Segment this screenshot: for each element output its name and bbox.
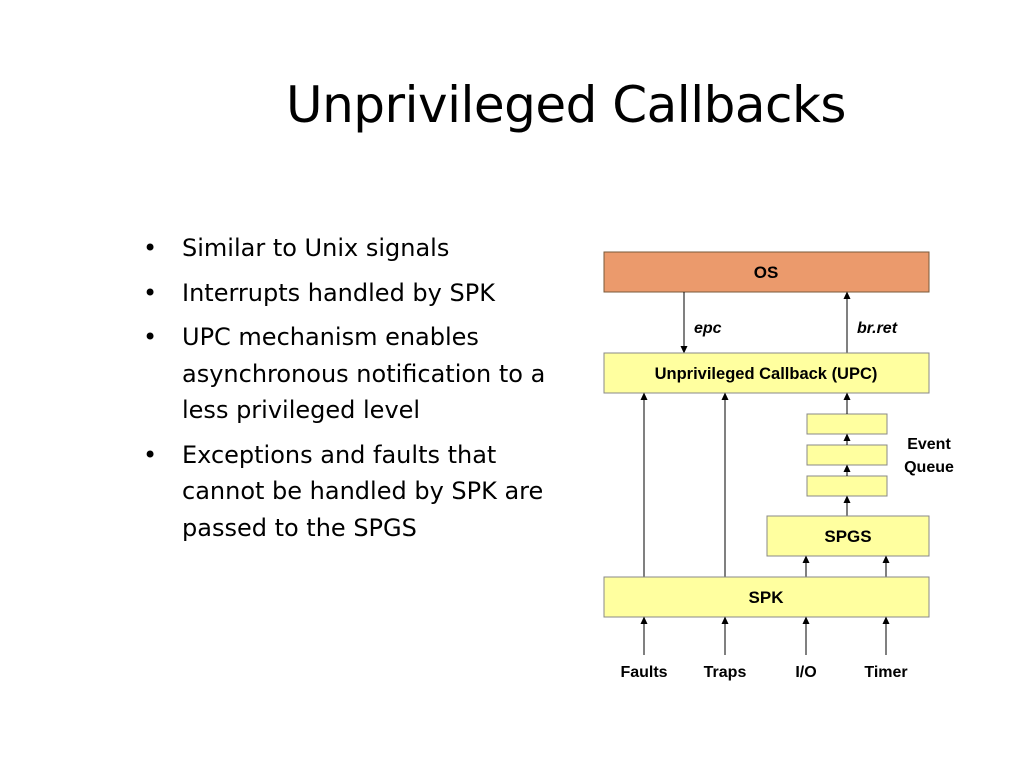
input-label-timer: Timer: [864, 664, 907, 681]
bullet-list: • Similar to Unix signals • Interrupts han…: [143, 230, 573, 554]
bullet-item: • UPC mechanism enables asynchronous noti…: [143, 319, 573, 429]
spgs-box: [766, 515, 930, 557]
bullet-text: UPC mechanism enables asynchronous notif…: [182, 323, 546, 424]
upc-label: Unprivileged Callback (UPC): [655, 365, 878, 383]
epc-label: epc: [694, 320, 722, 337]
event-queue-slot: [806, 444, 888, 466]
event-queue-slot: [806, 475, 888, 497]
upc-box: [603, 352, 930, 394]
bullet-item: • Similar to Unix signals: [143, 230, 573, 267]
os-box: [603, 251, 930, 293]
spgs-label: SPGS: [824, 527, 871, 546]
bullet-text: Interrupts handled by SPK: [182, 278, 495, 307]
os-label: OS: [754, 263, 779, 282]
event-queue-label-line1: Event: [907, 436, 951, 453]
event-queue-label-line2: Queue: [904, 459, 954, 476]
event-queue-slot: [806, 413, 888, 435]
spk-label: SPK: [749, 588, 785, 607]
bullet-item: • Exceptions and faults that cannot be ha…: [143, 437, 573, 547]
bullet-dot: •: [143, 323, 158, 351]
bullet-dot: •: [143, 234, 158, 262]
slide-title: Unprivileged Callbacks: [286, 76, 846, 134]
input-label-traps: Traps: [704, 664, 747, 681]
architecture-diagram: OS epc br.ret Unprivileged Callback (UPC…: [603, 251, 954, 681]
input-label-io: I/O: [795, 664, 816, 681]
bullet-dot: •: [143, 278, 158, 307]
bullet-dot: •: [143, 440, 158, 469]
bullet-text: Exceptions and faults that cannot be han…: [182, 440, 544, 542]
bullet-text: Similar to Unix signals: [182, 234, 450, 262]
input-label-faults: Faults: [620, 664, 667, 681]
bullet-item: • Interrupts handled by SPK: [143, 275, 573, 312]
brret-label: br.ret: [857, 320, 898, 337]
spk-box: [603, 576, 930, 618]
